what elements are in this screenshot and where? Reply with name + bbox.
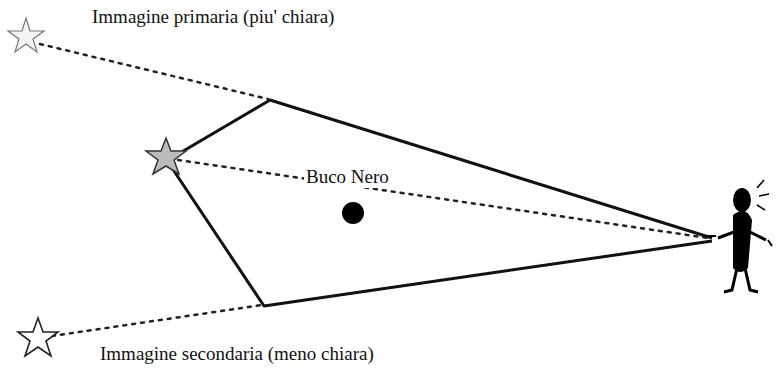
direct-ray (178, 160, 708, 238)
black-hole (342, 202, 364, 224)
bent-light-paths (168, 100, 712, 306)
source-star (146, 138, 186, 174)
light-rays (40, 44, 708, 336)
text-label: Immagine primaria (piu' chiara) (90, 6, 336, 28)
apparent-ray (40, 44, 268, 99)
apparent-ray (52, 305, 262, 336)
light-path (168, 162, 712, 306)
observer-figure (708, 180, 772, 292)
light-path (168, 100, 712, 238)
text-label: Immagine secondaria (meno chiara) (98, 343, 376, 365)
text-label: Buco Nero (304, 166, 391, 188)
image-star (18, 318, 58, 356)
image-star (8, 18, 44, 52)
